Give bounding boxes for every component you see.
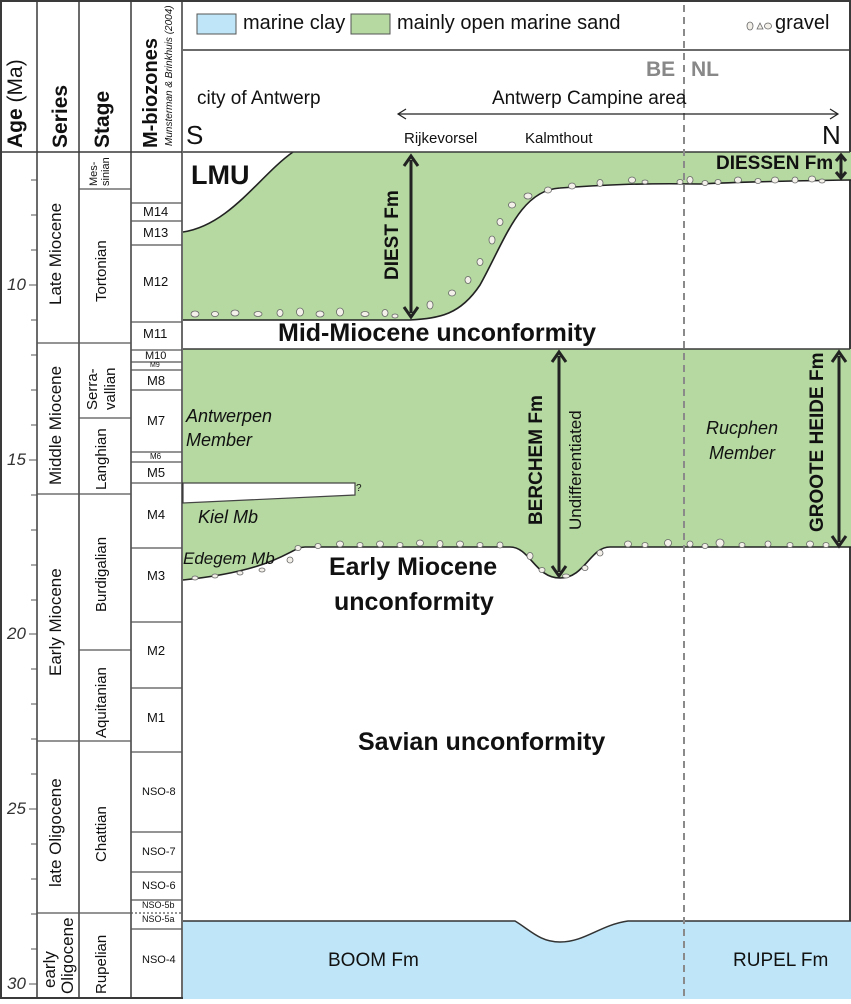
stage-aquitanian: Aquitanian xyxy=(93,667,110,738)
series-middle-miocene: Middle Miocene xyxy=(46,365,65,485)
stage-tortonian: Tortonian xyxy=(93,240,110,302)
stage-messinian-2: sinian xyxy=(100,157,112,186)
undifferentiated-label: Undifferentiated xyxy=(566,410,585,530)
header-stage: Stage xyxy=(91,90,114,148)
stage-serravallian-2: vallian xyxy=(102,367,119,410)
border-nl: NL xyxy=(691,58,719,81)
age-25: 25 xyxy=(7,799,26,818)
north-label: N xyxy=(822,120,841,150)
legend-gravel-label: gravel xyxy=(775,12,830,34)
mzone-m4: M4 xyxy=(147,507,166,522)
mzone-m13: M13 xyxy=(143,225,169,240)
legend-sand-label: mainly open marine sand xyxy=(397,12,621,34)
mzone-nso-6: NSO-6 xyxy=(142,880,176,892)
early-miocene-unconformity-2: unconformity xyxy=(334,588,494,616)
lmu-label: LMU xyxy=(191,160,250,190)
series-early-oligocene-2: Oligocene xyxy=(58,917,77,994)
antwerpen-member-1: Antwerpen xyxy=(186,406,273,426)
mzone-nso-8: NSO-8 xyxy=(142,786,176,798)
series-late-miocene: Late Miocene xyxy=(46,202,65,305)
berchem-label: BERCHEM Fm xyxy=(526,395,547,525)
mzone-m6: M6 xyxy=(150,452,162,461)
mid-miocene-unconformity: Mid-Miocene unconformity xyxy=(278,319,597,347)
campine-arrow xyxy=(396,108,840,120)
mzone-nso-7: NSO-7 xyxy=(142,846,176,858)
kalmthout-label: Kalmthout xyxy=(525,130,593,147)
age-20: 20 xyxy=(7,624,26,643)
mzone-nso-5a: NSO-5a xyxy=(142,914,175,924)
legend-swatch-sand xyxy=(350,13,391,35)
stage-langhian: Langhian xyxy=(93,428,110,490)
header-age: Age (Ma) xyxy=(4,59,27,148)
age-30: 30 xyxy=(7,974,26,993)
stage-burdigalian: Burdigalian xyxy=(93,536,110,612)
mzone-nso-4: NSO-4 xyxy=(142,954,176,966)
stage-serravallian-1: Serra- xyxy=(84,368,101,410)
mzone-m9: M9 xyxy=(150,362,160,369)
stage-rupelian: Rupelian xyxy=(93,934,110,994)
mzone-nso-5b: NSO-5b xyxy=(142,900,175,910)
groote-heide-label: GROOTE HEIDE Fm xyxy=(807,352,828,532)
edegem-member: Edegem Mb xyxy=(183,549,275,568)
stage-messinian-1: Mes- xyxy=(88,161,100,186)
series-late-oligocene: late Oligocene xyxy=(46,778,65,887)
antwerpen-member-2: Member xyxy=(186,430,253,450)
mzone-m14: M14 xyxy=(143,204,169,219)
diessen-thickness-arrow xyxy=(834,152,848,181)
rucphen-member-1: Rucphen xyxy=(706,418,779,438)
city-label: city of Antwerp xyxy=(197,88,321,109)
mzone-m1: M1 xyxy=(147,710,166,725)
header-series: Series xyxy=(49,84,72,148)
rupel-formation: RUPEL Fm xyxy=(733,950,829,971)
mzone-m5: M5 xyxy=(147,465,166,480)
legend-gravel-icon xyxy=(746,21,772,31)
mzone-m2: M2 xyxy=(147,643,166,658)
berchem-sand-body xyxy=(183,349,851,580)
mzone-m11: M11 xyxy=(143,326,168,341)
age-ticks xyxy=(29,179,37,985)
series-early-oligocene-1: early xyxy=(40,951,59,988)
rijkevorsel-label: Rijkevorsel xyxy=(404,130,478,147)
kiel-wedge-question: ? xyxy=(356,483,362,494)
kiel-wedge xyxy=(182,482,356,504)
header-mzones-source: Munsterman & Brinkhuis (2004) xyxy=(164,5,175,146)
gravel-pebbles xyxy=(190,175,830,581)
header-mzones: M-biozones xyxy=(140,38,162,148)
diest-label: DIEST Fm xyxy=(382,190,403,280)
mzone-m3: M3 xyxy=(147,568,166,583)
border-be: BE xyxy=(646,58,676,81)
campine-label: Antwerp Campine area xyxy=(492,88,687,109)
berchem-thickness-arrow xyxy=(550,349,568,579)
series-early-miocene: Early Miocene xyxy=(46,568,65,676)
age-10: 10 xyxy=(7,275,26,294)
mzone-m10: M10 xyxy=(145,350,167,362)
rucphen-member-2: Member xyxy=(709,443,776,463)
legend-clay-label: marine clay xyxy=(243,12,346,34)
mzone-m12: M12 xyxy=(143,274,169,289)
mzone-m8: M8 xyxy=(147,373,166,388)
kiel-member: Kiel Mb xyxy=(198,507,259,527)
age-15: 15 xyxy=(7,450,26,469)
diessen-label: DIESSEN Fm xyxy=(716,153,834,174)
diest-sand-body xyxy=(183,152,851,320)
diest-thickness-arrow xyxy=(402,153,420,320)
mzone-m7: M7 xyxy=(147,413,166,428)
boom-formation: BOOM Fm xyxy=(328,950,419,971)
south-label: S xyxy=(186,120,204,150)
groote-heide-thickness-arrow xyxy=(830,349,848,549)
early-miocene-unconformity-1: Early Miocene xyxy=(329,553,498,581)
legend-swatch-clay xyxy=(196,13,237,35)
stage-chattian: Chattian xyxy=(93,806,110,862)
savian-unconformity: Savian unconformity xyxy=(358,728,606,756)
